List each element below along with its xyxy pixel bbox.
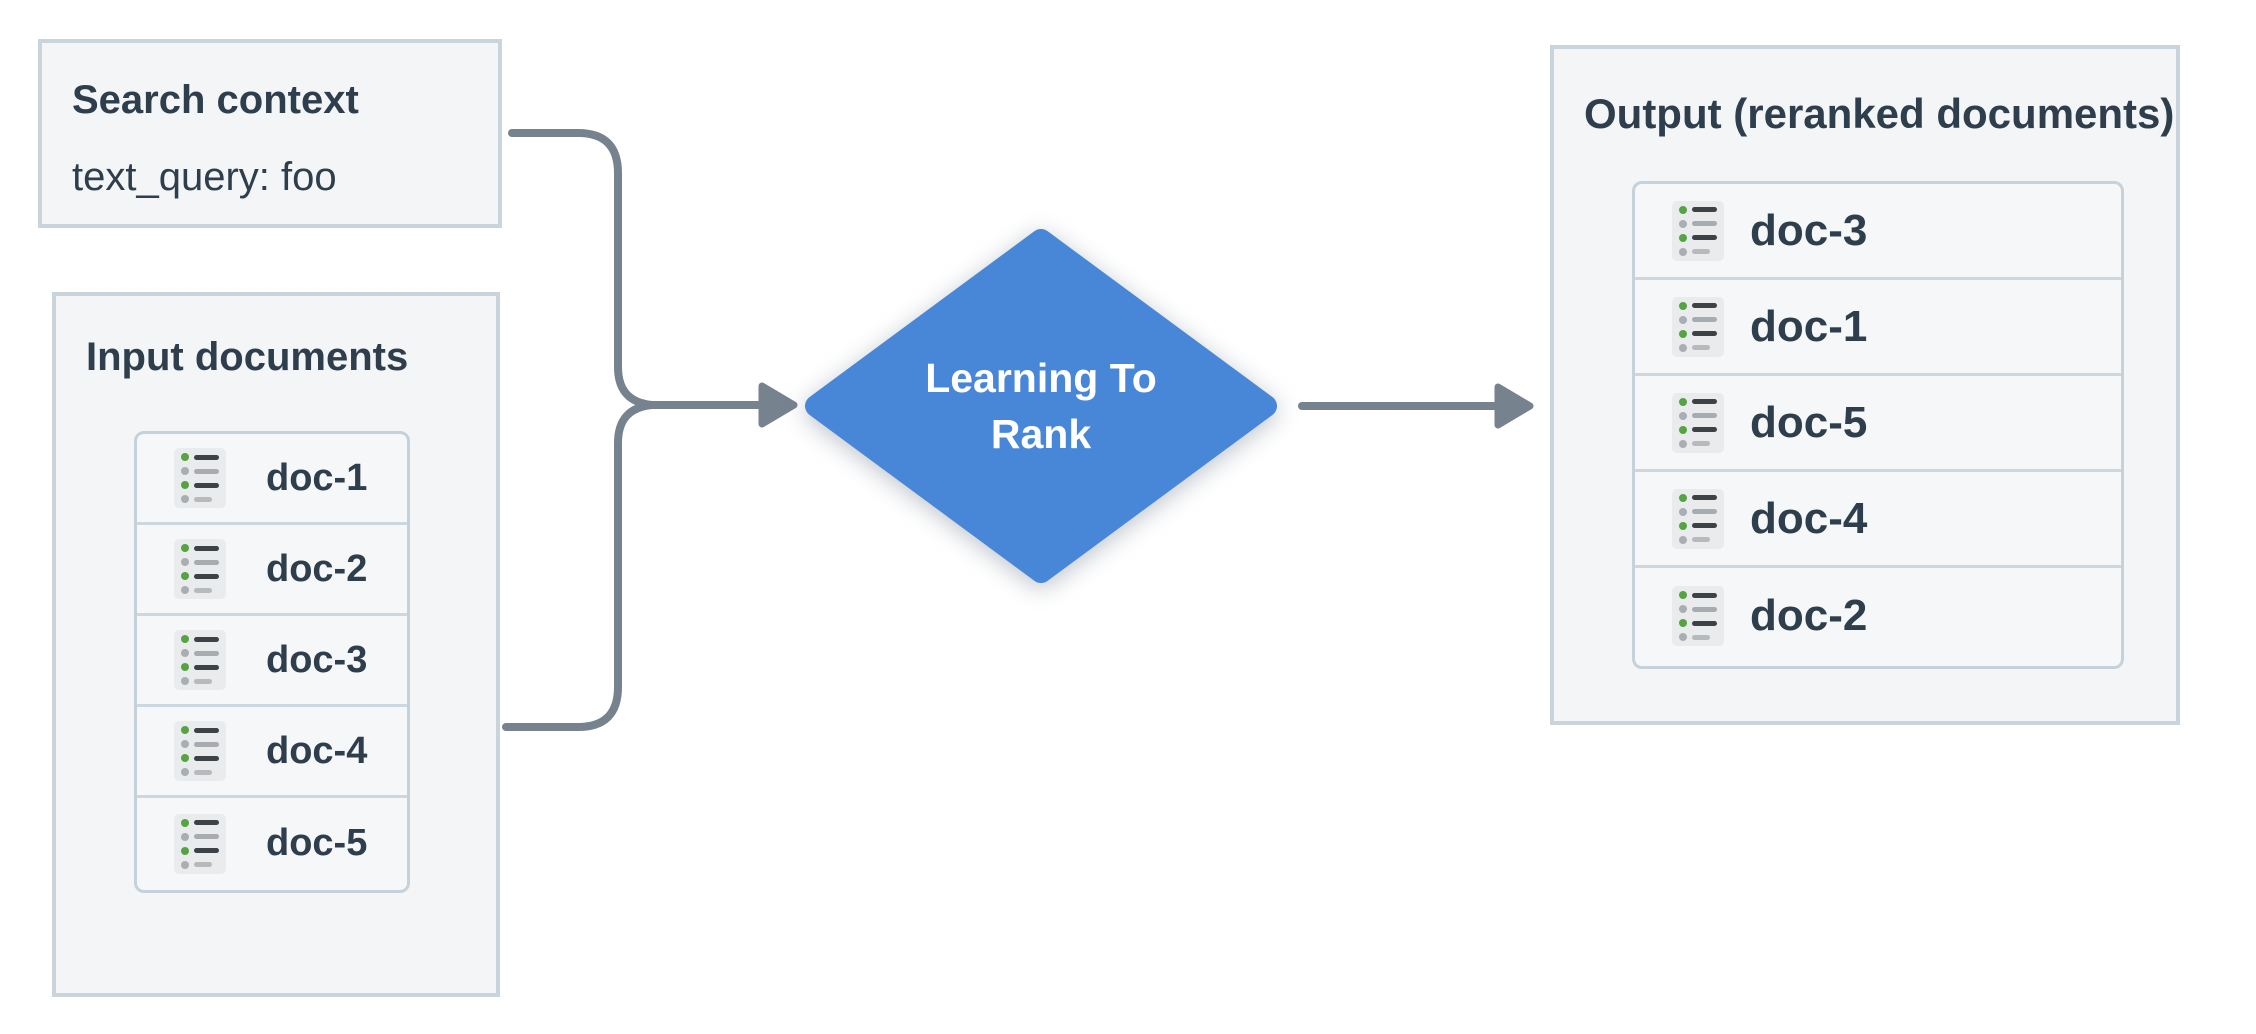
arrowhead-into-diamond	[758, 382, 798, 428]
doc-label: doc-5	[266, 822, 368, 864]
search-context-panel: Search context text_query: foo	[38, 39, 502, 228]
input-documents-panel: Input documents doc-1	[52, 292, 500, 997]
doc-label: doc-4	[266, 729, 368, 772]
doc-list-item: doc-3	[137, 616, 407, 707]
doc-list-item: doc-1	[137, 434, 407, 525]
doc-list-item: doc-2	[137, 525, 407, 616]
document-list-icon	[1672, 392, 1724, 453]
doc-list-item: doc-5	[137, 798, 407, 889]
doc-label: doc-1	[1750, 301, 1868, 351]
doc-label: doc-2	[266, 547, 368, 590]
doc-label: doc-3	[266, 638, 368, 681]
doc-list-item: doc-3	[1635, 184, 2121, 280]
doc-list-item: doc-5	[1635, 376, 2121, 472]
search-context-title: Search context	[72, 78, 359, 122]
doc-label: doc-5	[1750, 397, 1868, 447]
doc-list-item: doc-4	[137, 707, 407, 798]
document-list-icon	[174, 539, 226, 599]
document-list-icon	[1672, 488, 1724, 549]
document-list-icon	[1672, 200, 1724, 261]
output-doc-list: doc-3 doc-1	[1632, 181, 2124, 669]
output-panel: Output (reranked documents) doc-3	[1550, 45, 2180, 725]
doc-label: doc-1	[266, 456, 368, 499]
document-list-icon	[174, 813, 226, 874]
arrow-from-input-documents	[502, 401, 656, 731]
output-title: Output (reranked documents)	[1584, 90, 2175, 137]
doc-list-item: doc-4	[1635, 472, 2121, 568]
document-list-icon	[174, 721, 226, 781]
document-list-icon	[1672, 586, 1724, 646]
doc-label: doc-3	[1750, 205, 1868, 255]
input-doc-list: doc-1 doc-2	[134, 431, 410, 893]
document-list-icon	[174, 630, 226, 690]
diamond-label: Learning To Rank	[841, 306, 1241, 506]
doc-label: doc-4	[1750, 493, 1868, 543]
diamond-label-line1: Learning To	[925, 355, 1157, 401]
doc-list-item: doc-1	[1635, 280, 2121, 376]
doc-label: doc-2	[1750, 591, 1868, 640]
input-documents-title: Input documents	[86, 335, 409, 379]
arrowhead-into-output	[1494, 383, 1534, 429]
arrow-from-search-context	[508, 129, 656, 409]
search-context-query: text_query: foo	[72, 155, 337, 199]
document-list-icon	[174, 448, 226, 508]
document-list-icon	[1672, 296, 1724, 357]
diamond-label-line2: Rank	[990, 411, 1092, 457]
doc-list-item: doc-2	[1635, 568, 2121, 664]
